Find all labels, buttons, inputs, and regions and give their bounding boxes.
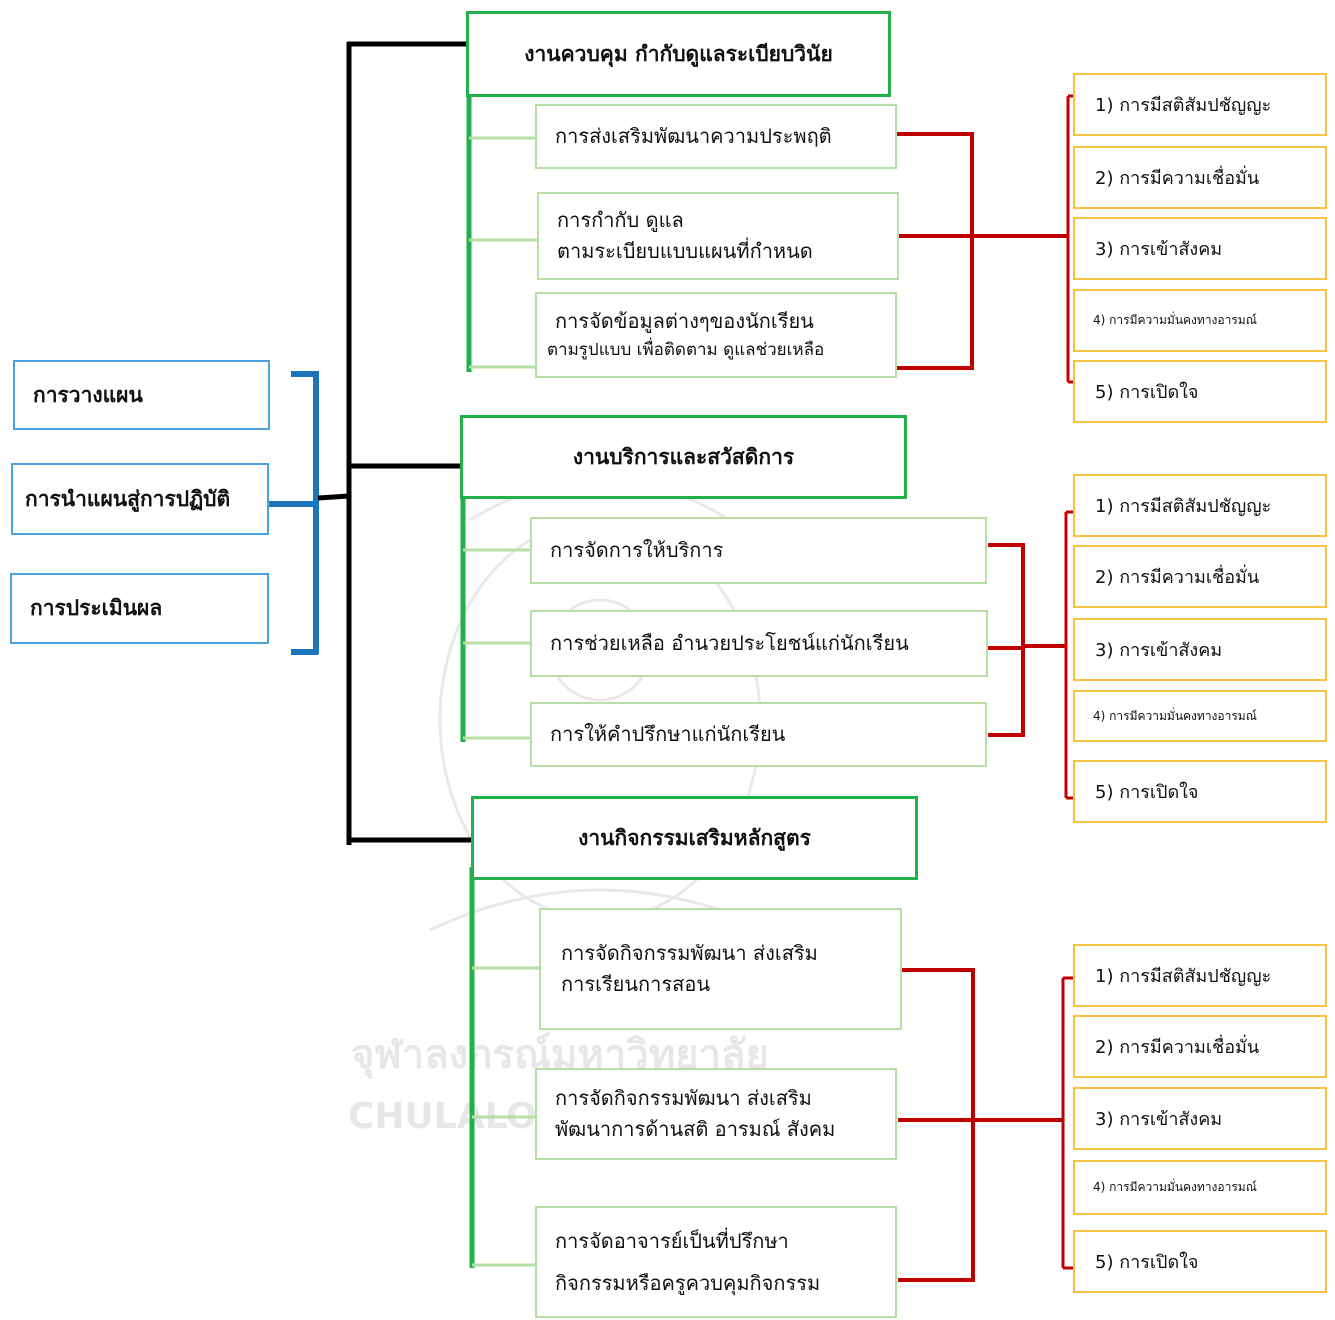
sub-activity-box: การจัดกิจกรรมพัฒนา ส่งเสริม การเรียนการส… [539,908,902,1030]
sub-activity-box: การจัดการให้บริการ [530,517,987,584]
outcome-label: 5) การเปิดใจ [1095,782,1199,803]
sub-activity-box: การจัดกิจกรรมพัฒนา ส่งเสริม พัฒนาการด้าน… [535,1068,897,1160]
sub-activity-line: การเรียนการสอน [561,972,711,996]
section-heading-discipline: งานควบคุม กำกับดูแลระเบียบวินัย [466,11,891,97]
outcome-label: 2) การมีความเชื่อมั่น [1095,567,1260,588]
sub-activity-box: การให้คำปรึกษาแก่นักเรียน [530,702,987,767]
implementation-box: การนำแผนสู่การปฏิบัติ [11,463,269,535]
sub-activity-line: การจัดกิจกรรมพัฒนา ส่งเสริม [555,1086,812,1110]
section-title: งานบริการและสวัสดิการ [572,444,795,469]
outcome-label: 5) การเปิดใจ [1095,1252,1199,1273]
sub-activity-line: การจัดข้อมูลต่างๆของนักเรียน [555,309,814,334]
outcome-label: 2) การมีความเชื่อมั่น [1095,168,1260,189]
outcome-connectors [897,132,1068,1282]
evaluation-label: การประเมินผล [30,596,163,620]
section-title: งานควบคุม กำกับดูแลระเบียบวินัย [524,41,833,66]
sub-activity-box: การจัดอาจารย์เป็นที่ปรึกษา กิจกรรมหรือคร… [535,1206,897,1318]
outcome-box: 4) การมีความมั่นคงทางอารมณ์ [1073,1160,1327,1215]
evaluation-box: การประเมินผล [10,573,269,644]
outcome-label: 5) การเปิดใจ [1095,382,1199,403]
section-title: งานกิจกรรมเสริมหลักสูตร [578,825,811,850]
outcome-label: 1) การมีสติสัมปชัญญะ [1095,496,1272,517]
sub-activity-line: กิจกรรมหรือครูควบคุมกิจกรรม [555,1271,821,1295]
sub-activity-line: การช่วยเหลือ อำนวยประโยชน์แก่นักเรียน [550,631,909,655]
outcome-brackets [1061,94,1074,1270]
outcome-box: 1) การมีสติสัมปชัญญะ [1073,73,1327,136]
main-trunk [317,41,473,845]
sub-activity-box: การจัดข้อมูลต่างๆของนักเรียน ตามรูปแบบ เ… [535,292,897,378]
outcome-box: 3) การเข้าสังคม [1073,618,1327,681]
sub-activity-line: การกำกับ ดูแล [557,208,684,232]
section-heading-extracurricular: งานกิจกรรมเสริมหลักสูตร [471,796,918,880]
planning-box: การวางแผน [13,360,270,430]
sub-activity-line: ตามระเบียบแบบแผนที่กำหนด [557,239,813,263]
sub-branches [463,136,540,1267]
planning-bracket [268,371,319,655]
sub-activity-box: การกำกับ ดูแล ตามระเบียบแบบแผนที่กำหนด [537,192,899,280]
sub-activity-line: การจัดอาจารย์เป็นที่ปรึกษา [555,1229,789,1253]
outcome-box: 3) การเข้าสังคม [1073,1087,1327,1150]
section-spines [460,95,475,1268]
sub-activity-line: การจัดการให้บริการ [550,538,724,562]
outcome-box: 2) การมีความเชื่อมั่น [1073,545,1327,608]
sub-activity-box: การช่วยเหลือ อำนวยประโยชน์แก่นักเรียน [530,610,988,677]
outcome-label: 4) การมีความมั่นคงทางอารมณ์ [1093,708,1257,723]
outcome-box: 2) การมีความเชื่อมั่น [1073,146,1327,209]
outcome-box: 1) การมีสติสัมปชัญญะ [1073,474,1327,537]
outcome-box: 5) การเปิดใจ [1073,760,1327,823]
sub-activity-line: การส่งเสริมพัฒนาความประพฤติ [555,124,832,148]
section-heading-services: งานบริการและสวัสดิการ [460,415,907,499]
outcome-label: 3) การเข้าสังคม [1095,640,1223,661]
outcome-box: 5) การเปิดใจ [1073,360,1327,423]
outcome-box: 2) การมีความเชื่อมั่น [1073,1015,1327,1078]
outcome-box: 3) การเข้าสังคม [1073,217,1327,280]
implementation-label: การนำแผนสู่การปฏิบัติ [25,486,231,511]
outcome-label: 4) การมีความมั่นคงทางอารมณ์ [1093,1180,1257,1194]
sub-activity-line: ตามรูปแบบ เพื่อติดตาม ดูแลช่วยเหลือ [547,340,825,361]
outcome-label: 3) การเข้าสังคม [1095,239,1223,260]
outcome-label: 1) การมีสติสัมปชัญญะ [1095,95,1272,116]
outcome-label: 4) การมีความมั่นคงทางอารมณ์ [1093,313,1257,327]
sub-activity-line: การให้คำปรึกษาแก่นักเรียน [550,722,786,746]
planning-label: การวางแผน [33,382,143,407]
outcome-label: 1) การมีสติสัมปชัญญะ [1095,966,1272,987]
outcome-box: 5) การเปิดใจ [1073,1230,1327,1293]
outcome-box: 4) การมีความมั่นคงทางอารมณ์ [1073,289,1327,352]
sub-activity-line: การจัดกิจกรรมพัฒนา ส่งเสริม [561,941,818,965]
outcome-label: 2) การมีความเชื่อมั่น [1095,1037,1260,1058]
sub-activity-line: พัฒนาการด้านสติ อารมณ์ สังคม [555,1117,836,1141]
sub-activity-box: การส่งเสริมพัฒนาความประพฤติ [535,104,897,169]
outcome-box: 1) การมีสติสัมปชัญญะ [1073,944,1327,1007]
outcome-label: 3) การเข้าสังคม [1095,1109,1223,1130]
outcome-box: 4) การมีความมั่นคงทางอารมณ์ [1073,690,1327,742]
